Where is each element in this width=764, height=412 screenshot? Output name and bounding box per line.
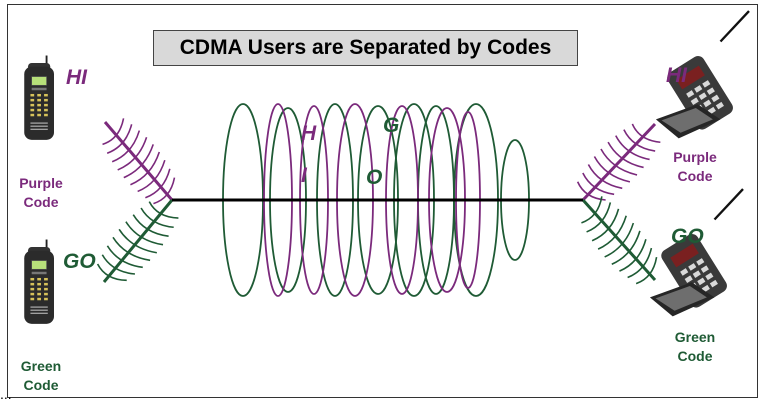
wave-loop: [623, 129, 656, 152]
wave-loop: [125, 221, 164, 246]
green-carrier-left: [96, 201, 179, 282]
wave-loop: [111, 130, 141, 163]
wave-loop: [118, 228, 157, 254]
wave-loop: [140, 207, 174, 229]
bar-phone-icon: [23, 238, 55, 325]
wave-loop: [593, 156, 631, 183]
wave-loop: [631, 123, 661, 144]
wave-loop: [137, 159, 166, 193]
wave-loop: [102, 118, 125, 146]
ellipsis-mark: ...: [0, 386, 12, 402]
purple-carrier-left: [102, 118, 176, 205]
channel-letter-h: H: [301, 122, 317, 145]
wave-loop: [117, 136, 148, 171]
left-purple-message: HI: [66, 66, 87, 89]
wave-loop: [123, 144, 154, 179]
wave-loop: [576, 181, 606, 201]
wave-loop: [597, 215, 627, 250]
wave-loop: [587, 164, 623, 190]
wave-loop: [627, 247, 653, 279]
wave-loop: [106, 124, 133, 154]
wave-loop: [112, 236, 151, 262]
green-carrier-right: [581, 196, 658, 285]
right-green-message: GO: [671, 225, 704, 248]
bar-phone-icon: [23, 54, 55, 141]
wave-loop: [581, 196, 603, 224]
wave-loop: [106, 245, 143, 269]
green-spread-signal-left: [102, 199, 174, 283]
wave-loop: [148, 201, 179, 219]
wave-loop: [615, 135, 650, 161]
wave-loop: [591, 208, 620, 242]
wave-loop: [145, 168, 171, 199]
diagram-title: CDMA Users are Separated by Codes: [153, 30, 578, 66]
wave-loop: [604, 222, 635, 258]
wave-loop: [153, 177, 176, 205]
left-green-message: GO: [63, 250, 96, 273]
wave-loop: [586, 202, 612, 233]
flip-phone-icon: [648, 187, 745, 318]
wave-loop: [132, 214, 169, 237]
channel-letter-i: I: [301, 164, 307, 187]
wave-loop: [582, 172, 615, 196]
wave-loop: [130, 151, 161, 186]
purple-carrier-right: [576, 123, 661, 201]
wave-loop: [96, 263, 127, 282]
wave-loop: [600, 148, 638, 176]
purple-spread-signal-right: [581, 122, 657, 202]
channel-letter-g: G: [383, 114, 400, 137]
wave-loop: [611, 230, 641, 266]
wave-loop: [101, 254, 135, 275]
channel-letter-o: O: [366, 166, 383, 189]
wave-loop: [607, 141, 644, 169]
right-purple-message: HI: [666, 64, 687, 87]
wave-loop: [619, 239, 647, 272]
wave-loop: [635, 257, 658, 285]
